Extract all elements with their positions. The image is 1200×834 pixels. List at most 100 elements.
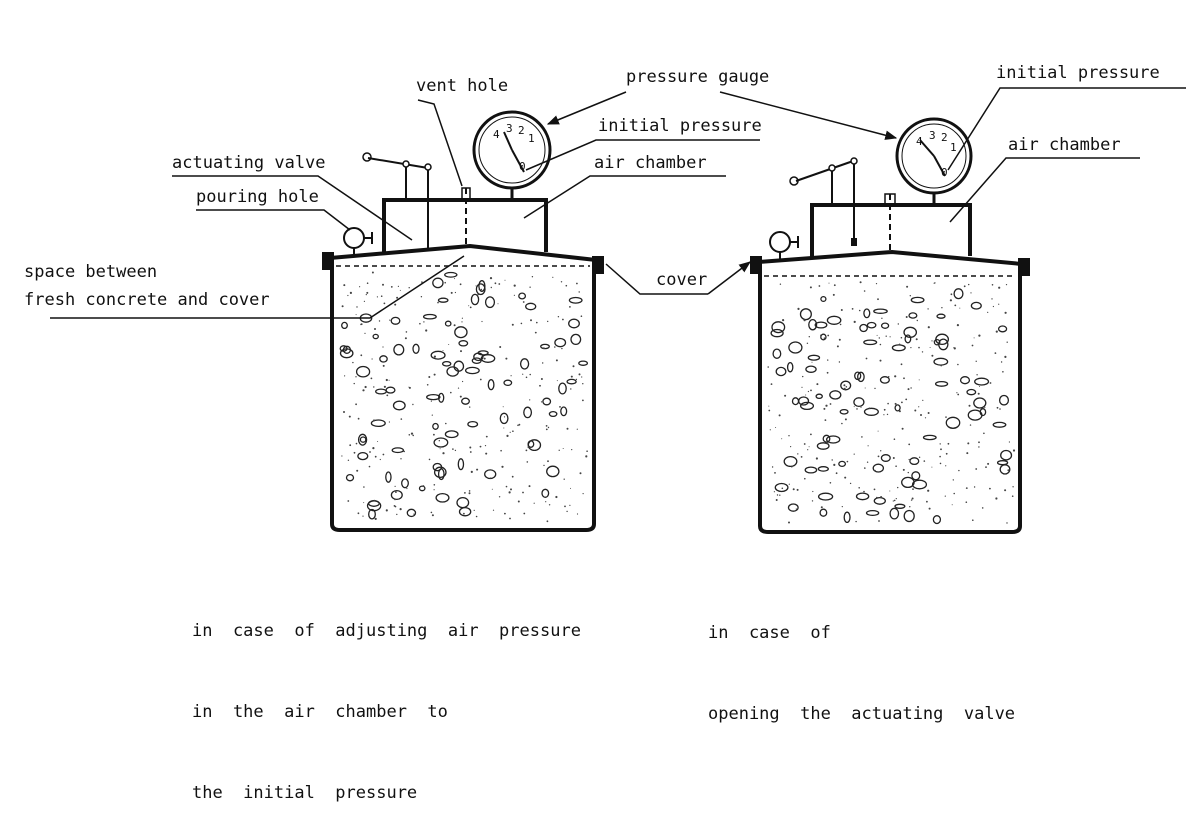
leader-cover-right: [707, 261, 751, 295]
aggregate-pebble: [966, 388, 977, 396]
sand-dot: [1012, 449, 1016, 452]
aggregate-pebble: [464, 366, 480, 375]
aggregate-pebble: [433, 466, 447, 479]
aggregate-pebble: [840, 380, 852, 391]
sand-dot: [968, 404, 971, 407]
sand-dot: [423, 321, 425, 323]
left-apparatus: 4 3 2 1 0: [322, 110, 604, 532]
aggregate-pebble: [791, 397, 800, 406]
left-actuating-valve: [362, 152, 432, 250]
aggregate-pebble: [568, 296, 583, 304]
sand-dot: [1004, 489, 1007, 492]
sand-dot: [788, 435, 790, 437]
gauge-digit: 4: [493, 128, 500, 141]
sand-dot: [363, 502, 365, 504]
sand-dot: [983, 398, 985, 401]
sand-dot: [530, 319, 532, 322]
aggregate-pebble: [826, 315, 842, 325]
sand-dot: [349, 291, 352, 294]
sand-dot: [357, 417, 360, 420]
sand-dot: [565, 284, 568, 287]
sand-dot: [953, 347, 956, 350]
sand-dot: [576, 513, 579, 515]
sand-dot: [792, 488, 795, 491]
sand-dot: [767, 366, 769, 368]
aggregate-pebble: [786, 361, 794, 373]
sand-dot: [546, 520, 549, 523]
aggregate-pebble: [412, 343, 420, 354]
sand-dot: [870, 327, 872, 329]
sand-dot: [560, 281, 563, 283]
aggregate-pebble: [385, 471, 392, 483]
sand-dot: [385, 378, 388, 382]
sand-dot: [408, 287, 410, 289]
sand-dot: [907, 471, 909, 474]
sand-dot: [968, 283, 970, 286]
sand-dot: [910, 347, 912, 349]
sand-dot: [1008, 441, 1011, 443]
sand-dot: [498, 496, 501, 498]
sand-dot: [462, 380, 464, 383]
sand-dot: [579, 472, 582, 475]
sand-dot: [394, 303, 397, 306]
sand-dot: [775, 499, 778, 501]
sand-dot: [977, 392, 980, 395]
sand-dot: [945, 416, 947, 418]
sand-dot: [875, 283, 878, 285]
aggregate-pebble: [433, 437, 449, 448]
sand-dot: [829, 403, 832, 405]
sand-dot: [479, 378, 482, 381]
aggregate-pebble: [838, 460, 847, 468]
sand-dot: [995, 330, 998, 333]
sand-dot: [408, 434, 411, 436]
sand-dot: [408, 386, 411, 389]
sand-dot: [879, 343, 882, 346]
sand-dot: [803, 319, 806, 322]
annotations: vent hole pressure gauge initial pressur…: [24, 63, 1186, 319]
sand-dot: [582, 399, 584, 402]
sand-dot: [469, 446, 472, 449]
sand-dot: [575, 378, 578, 381]
aggregate-pebble: [435, 492, 450, 503]
sand-dot: [800, 456, 803, 458]
sand-dot: [477, 293, 480, 296]
sand-dot: [1004, 311, 1007, 314]
sand-dot: [509, 431, 511, 433]
aggregate-pebble: [953, 288, 964, 300]
sand-dot: [969, 424, 972, 426]
sand-dot: [838, 361, 841, 363]
right-cover-flange-right: [1018, 258, 1030, 276]
sand-dot: [803, 443, 806, 445]
aggregate-pebble: [519, 358, 530, 370]
sand-dot: [394, 498, 396, 501]
sand-dot: [356, 306, 358, 308]
aggregate-pebble: [894, 404, 901, 412]
aggregate-pebble: [470, 293, 480, 306]
aggregate-pebble: [788, 341, 803, 354]
aggregate-pebble: [873, 308, 888, 314]
sand-dot: [374, 455, 377, 458]
leader-space: [50, 255, 465, 319]
aggregate-pebble: [974, 377, 990, 386]
sand-dot: [502, 406, 504, 408]
sand-dot: [349, 444, 352, 447]
sand-dot: [945, 465, 947, 467]
sand-dot: [344, 375, 346, 377]
sand-dot: [877, 430, 879, 432]
sand-dot: [421, 281, 423, 283]
sand-dot: [784, 394, 787, 397]
sand-dot: [853, 453, 855, 455]
sand-dot: [527, 446, 530, 449]
sand-dot: [410, 432, 414, 435]
sand-dot: [355, 442, 358, 445]
aggregate-pebble: [477, 350, 489, 356]
sand-dot: [481, 320, 483, 323]
aggregate-pebble: [933, 357, 949, 366]
sand-dot: [923, 460, 926, 462]
sand-dot: [539, 384, 541, 387]
sand-dot: [479, 445, 482, 448]
aggregate-pebble: [375, 388, 387, 395]
leader-pressure-gauge-right: [719, 91, 898, 140]
sand-dot: [483, 357, 486, 360]
sand-dot: [957, 363, 959, 366]
